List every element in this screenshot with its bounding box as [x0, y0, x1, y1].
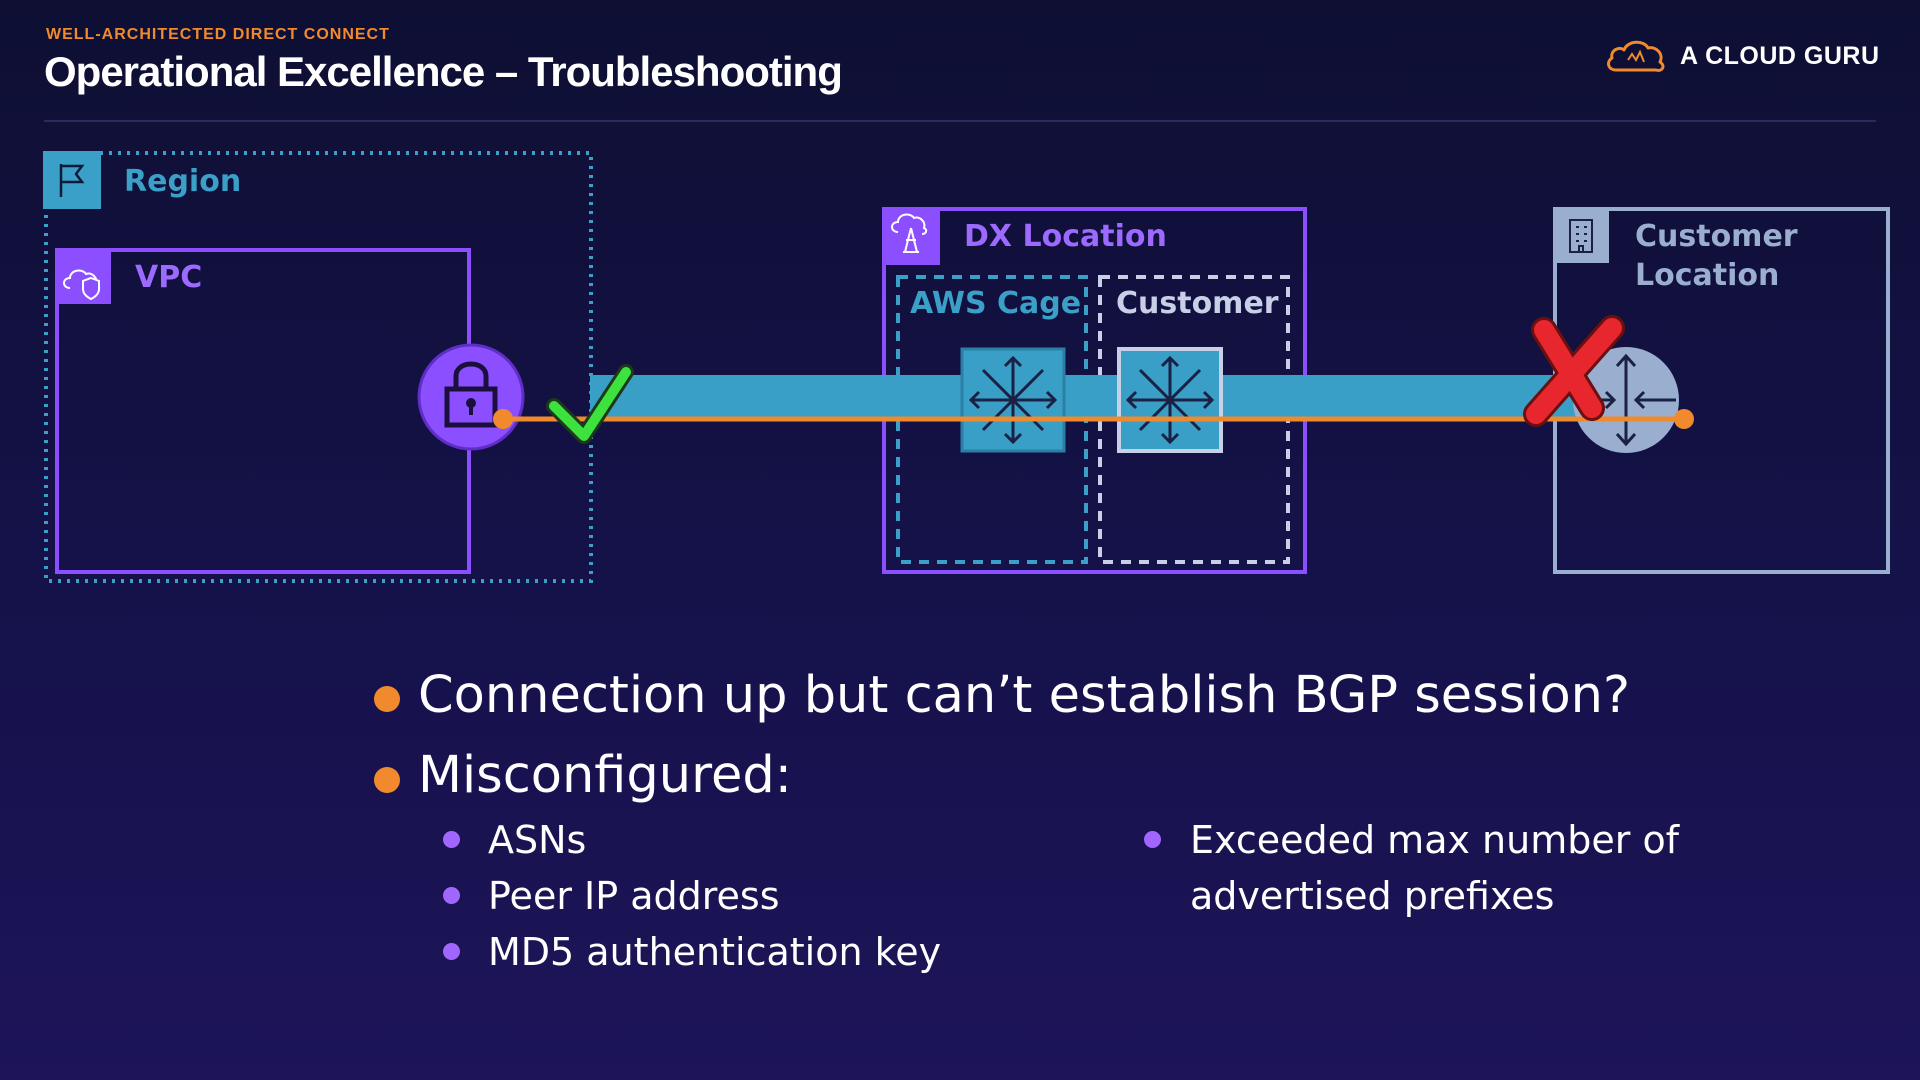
cloud-logo-icon: [1607, 40, 1665, 72]
vpc-boundary: [55, 248, 471, 574]
customer-location-label-line2: Location: [1635, 258, 1779, 293]
x-icon: [1523, 315, 1625, 427]
customer-router-icon: [1117, 347, 1223, 453]
vpn-gateway-lock-icon: [417, 343, 525, 451]
dx-location-label: DX Location: [964, 219, 1167, 254]
sub-bullet-max-prefixes-line2: advertised prefixes: [1190, 874, 1555, 918]
bullet-bgp-session: Connection up but can’t establish BGP se…: [418, 666, 1631, 725]
bgp-endpoint-right: [1674, 409, 1694, 429]
sub-bullet-dot: [443, 887, 460, 904]
region-boundary: [44, 151, 593, 583]
customer-location-label-line1: Customer: [1635, 219, 1798, 254]
building-icon: [1553, 207, 1609, 263]
logo-text: A CLOUD GURU: [1680, 41, 1880, 70]
sub-bullet-peer-ip: Peer IP address: [488, 874, 780, 918]
bgp-endpoint-left: [493, 409, 513, 429]
customer-router-circle-icon: [1573, 347, 1679, 453]
customer-cage-label: Customer: [1116, 286, 1279, 321]
bullet-dot: [374, 686, 400, 712]
vpc-label: VPC: [135, 260, 202, 295]
region-label: Region: [124, 164, 241, 199]
sub-bullet-asns: ASNs: [488, 818, 587, 862]
flag-icon: [43, 151, 101, 209]
network-diagram: Region VPC DX Location AWS Cage Customer…: [43, 151, 1890, 583]
dx-link-bar: [590, 375, 1590, 419]
sub-bullet-dot: [443, 943, 460, 960]
section-eyebrow: WELL-ARCHITECTED DIRECT CONNECT: [46, 26, 390, 43]
page-title: Operational Excellence – Troubleshooting: [44, 48, 843, 95]
sub-bullet-dot: [1144, 831, 1161, 848]
sub-bullet-md5: MD5 authentication key: [488, 930, 942, 974]
brand-logo: A CLOUD GURU: [1604, 36, 1880, 76]
aws-router-icon: [960, 347, 1066, 453]
sub-bullet-max-prefixes-line1: Exceeded max number of: [1190, 818, 1680, 862]
aws-cage-label: AWS Cage: [910, 286, 1081, 321]
vpc-cloud-shield-icon: [55, 248, 111, 304]
bullet-dot: [374, 767, 400, 793]
sub-bullet-dot: [443, 831, 460, 848]
dx-location-icon: [882, 207, 940, 265]
header-divider: [44, 120, 1876, 122]
bullet-misconfigured: Misconfigured:: [418, 746, 792, 805]
